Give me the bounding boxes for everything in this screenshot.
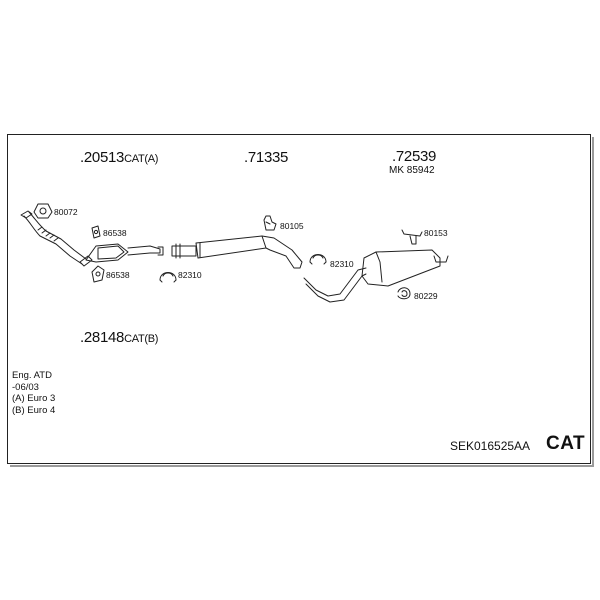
gasket-86538-top-icon — [91, 225, 101, 239]
catalyst-drawing — [85, 243, 164, 263]
middle-silencer-drawing — [171, 235, 303, 269]
part-28148-label: .28148CAT(B) — [80, 330, 158, 345]
notes-line-3: (A) Euro 3 — [12, 393, 56, 404]
clamp-86538-bottom-icon — [91, 265, 105, 283]
part-20513-suffix: CAT(A) — [124, 153, 159, 165]
rear-silencer-drawing — [303, 249, 449, 303]
part-28148-number: .28148 — [80, 329, 125, 346]
part-71335-number: .71335 — [244, 149, 289, 166]
accessory-80229-label: 80229 — [414, 291, 438, 301]
accessory-80153-label: 80153 — [424, 228, 448, 238]
part-72539-number: .72539 — [392, 148, 437, 165]
accessory-86538-bottom-label: 86538 — [106, 270, 130, 280]
accessory-82310-left-label: 82310 — [178, 270, 202, 280]
cat-badge: CAT — [546, 433, 586, 454]
frame-shadow — [10, 137, 594, 467]
accessory-80072-label: 80072 — [54, 207, 78, 217]
accessory-80105-label: 80105 — [280, 221, 304, 231]
accessory-82310-right-label: 82310 — [330, 259, 354, 269]
hanger-80153-icon — [401, 229, 423, 245]
rubber-ring-80229-icon — [397, 287, 411, 300]
front-pipe-drawing — [20, 210, 93, 267]
accessory-86538-top-label: 86538 — [103, 228, 127, 238]
mounting-kit-label: MK 85942 — [389, 165, 435, 176]
clamp-82310-right-icon — [309, 254, 327, 265]
system-code: SEK016525AA — [450, 439, 531, 453]
clamp-82310-left-icon — [159, 272, 177, 283]
notes-line-1: Eng. ATD — [12, 370, 52, 381]
notes-block: Eng. ATD-06/03(A) Euro 3(B) Euro 4 — [12, 370, 55, 416]
part-28148-suffix: CAT(B) — [124, 333, 159, 345]
notes-line-2: -06/03 — [12, 381, 39, 393]
rubber-mount-80105-icon — [263, 215, 277, 231]
gasket-80072-icon — [33, 203, 53, 219]
diagram-frame — [7, 134, 591, 464]
notes-line-4: (B) Euro 4 — [12, 404, 56, 416]
part-20513-number: .20513 — [80, 149, 125, 166]
part-20513-label: .20513CAT(A) — [80, 150, 158, 165]
